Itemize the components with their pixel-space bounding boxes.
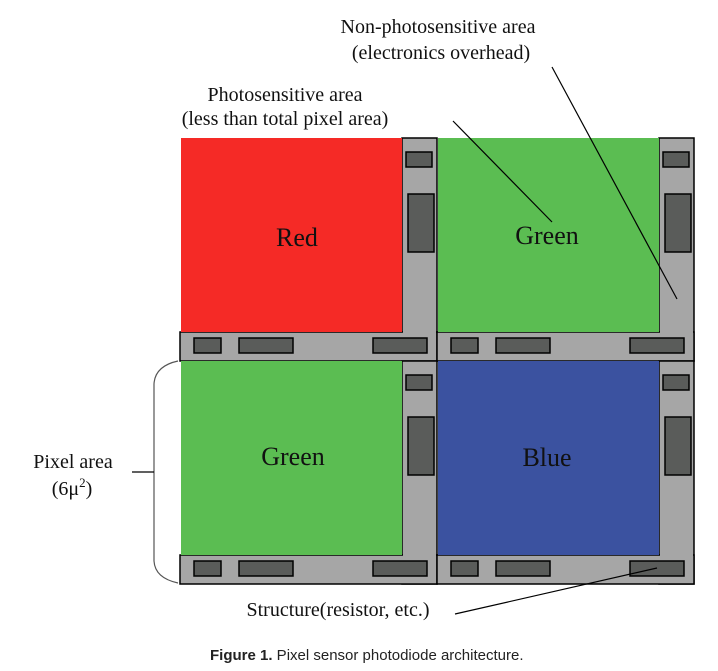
component-bottom-medium-blue bbox=[495, 560, 551, 577]
strip-joint-blue bbox=[660, 554, 693, 557]
pixel-label-blue: Blue bbox=[522, 443, 571, 472]
component-bottom-small-green-bottom bbox=[193, 560, 222, 577]
component-right-tall-green-bottom bbox=[407, 416, 435, 476]
pixel-label-green-bottom: Green bbox=[261, 442, 325, 471]
strip-joint-green-top bbox=[660, 331, 693, 334]
leader-line-structure bbox=[454, 567, 658, 615]
photosensitive-area-red bbox=[181, 138, 402, 332]
component-bottom-medium-green-top bbox=[495, 337, 551, 354]
component-right-tall-green-top bbox=[664, 193, 692, 253]
component-right-small-green-top bbox=[662, 151, 690, 168]
strip-joint-red bbox=[403, 331, 436, 334]
annotation-non-photosensitive-line1: Non-photosensitive area bbox=[341, 16, 536, 38]
pixel-label-red: Red bbox=[276, 223, 318, 252]
annotation-pixel-area-line2: (6μ2) bbox=[52, 475, 93, 500]
photosensitive-area-blue bbox=[438, 361, 659, 555]
component-bottom-small-green-top bbox=[450, 337, 479, 354]
annotation-structure: Structure(resistor, etc.) bbox=[246, 599, 429, 621]
pixel-area-brace bbox=[153, 360, 179, 584]
photosensitive-area-green-bottom bbox=[181, 361, 402, 555]
component-right-tall-red bbox=[407, 193, 435, 253]
component-right-small-red bbox=[405, 151, 433, 168]
photosensitive-area-green-top bbox=[438, 138, 659, 332]
component-bottom-small-red bbox=[193, 337, 222, 354]
annotation-pixel-area-line1: Pixel area bbox=[33, 451, 113, 473]
leader-line-non-photosensitive bbox=[551, 66, 678, 300]
component-bottom-wide-red bbox=[372, 337, 428, 354]
pixel-label-green-top: Green bbox=[515, 221, 579, 250]
annotation-photosensitive-line2: (less than total pixel area) bbox=[182, 108, 389, 130]
strip-joint-green-bottom bbox=[403, 554, 436, 557]
component-bottom-small-blue bbox=[450, 560, 479, 577]
figure-caption: Figure 1. Pixel sensor photodiode archit… bbox=[210, 647, 524, 664]
component-right-small-green-bottom bbox=[405, 374, 433, 391]
component-bottom-medium-green-bottom bbox=[238, 560, 294, 577]
component-bottom-medium-red bbox=[238, 337, 294, 354]
leader-line-photosensitive bbox=[452, 120, 553, 223]
annotation-non-photosensitive-line2: (electronics overhead) bbox=[352, 42, 530, 64]
component-bottom-wide-green-top bbox=[629, 337, 685, 354]
component-right-small-blue bbox=[662, 374, 690, 391]
component-bottom-wide-green-bottom bbox=[372, 560, 428, 577]
annotation-photosensitive-line1: Photosensitive area bbox=[208, 84, 363, 106]
component-right-tall-blue bbox=[664, 416, 692, 476]
